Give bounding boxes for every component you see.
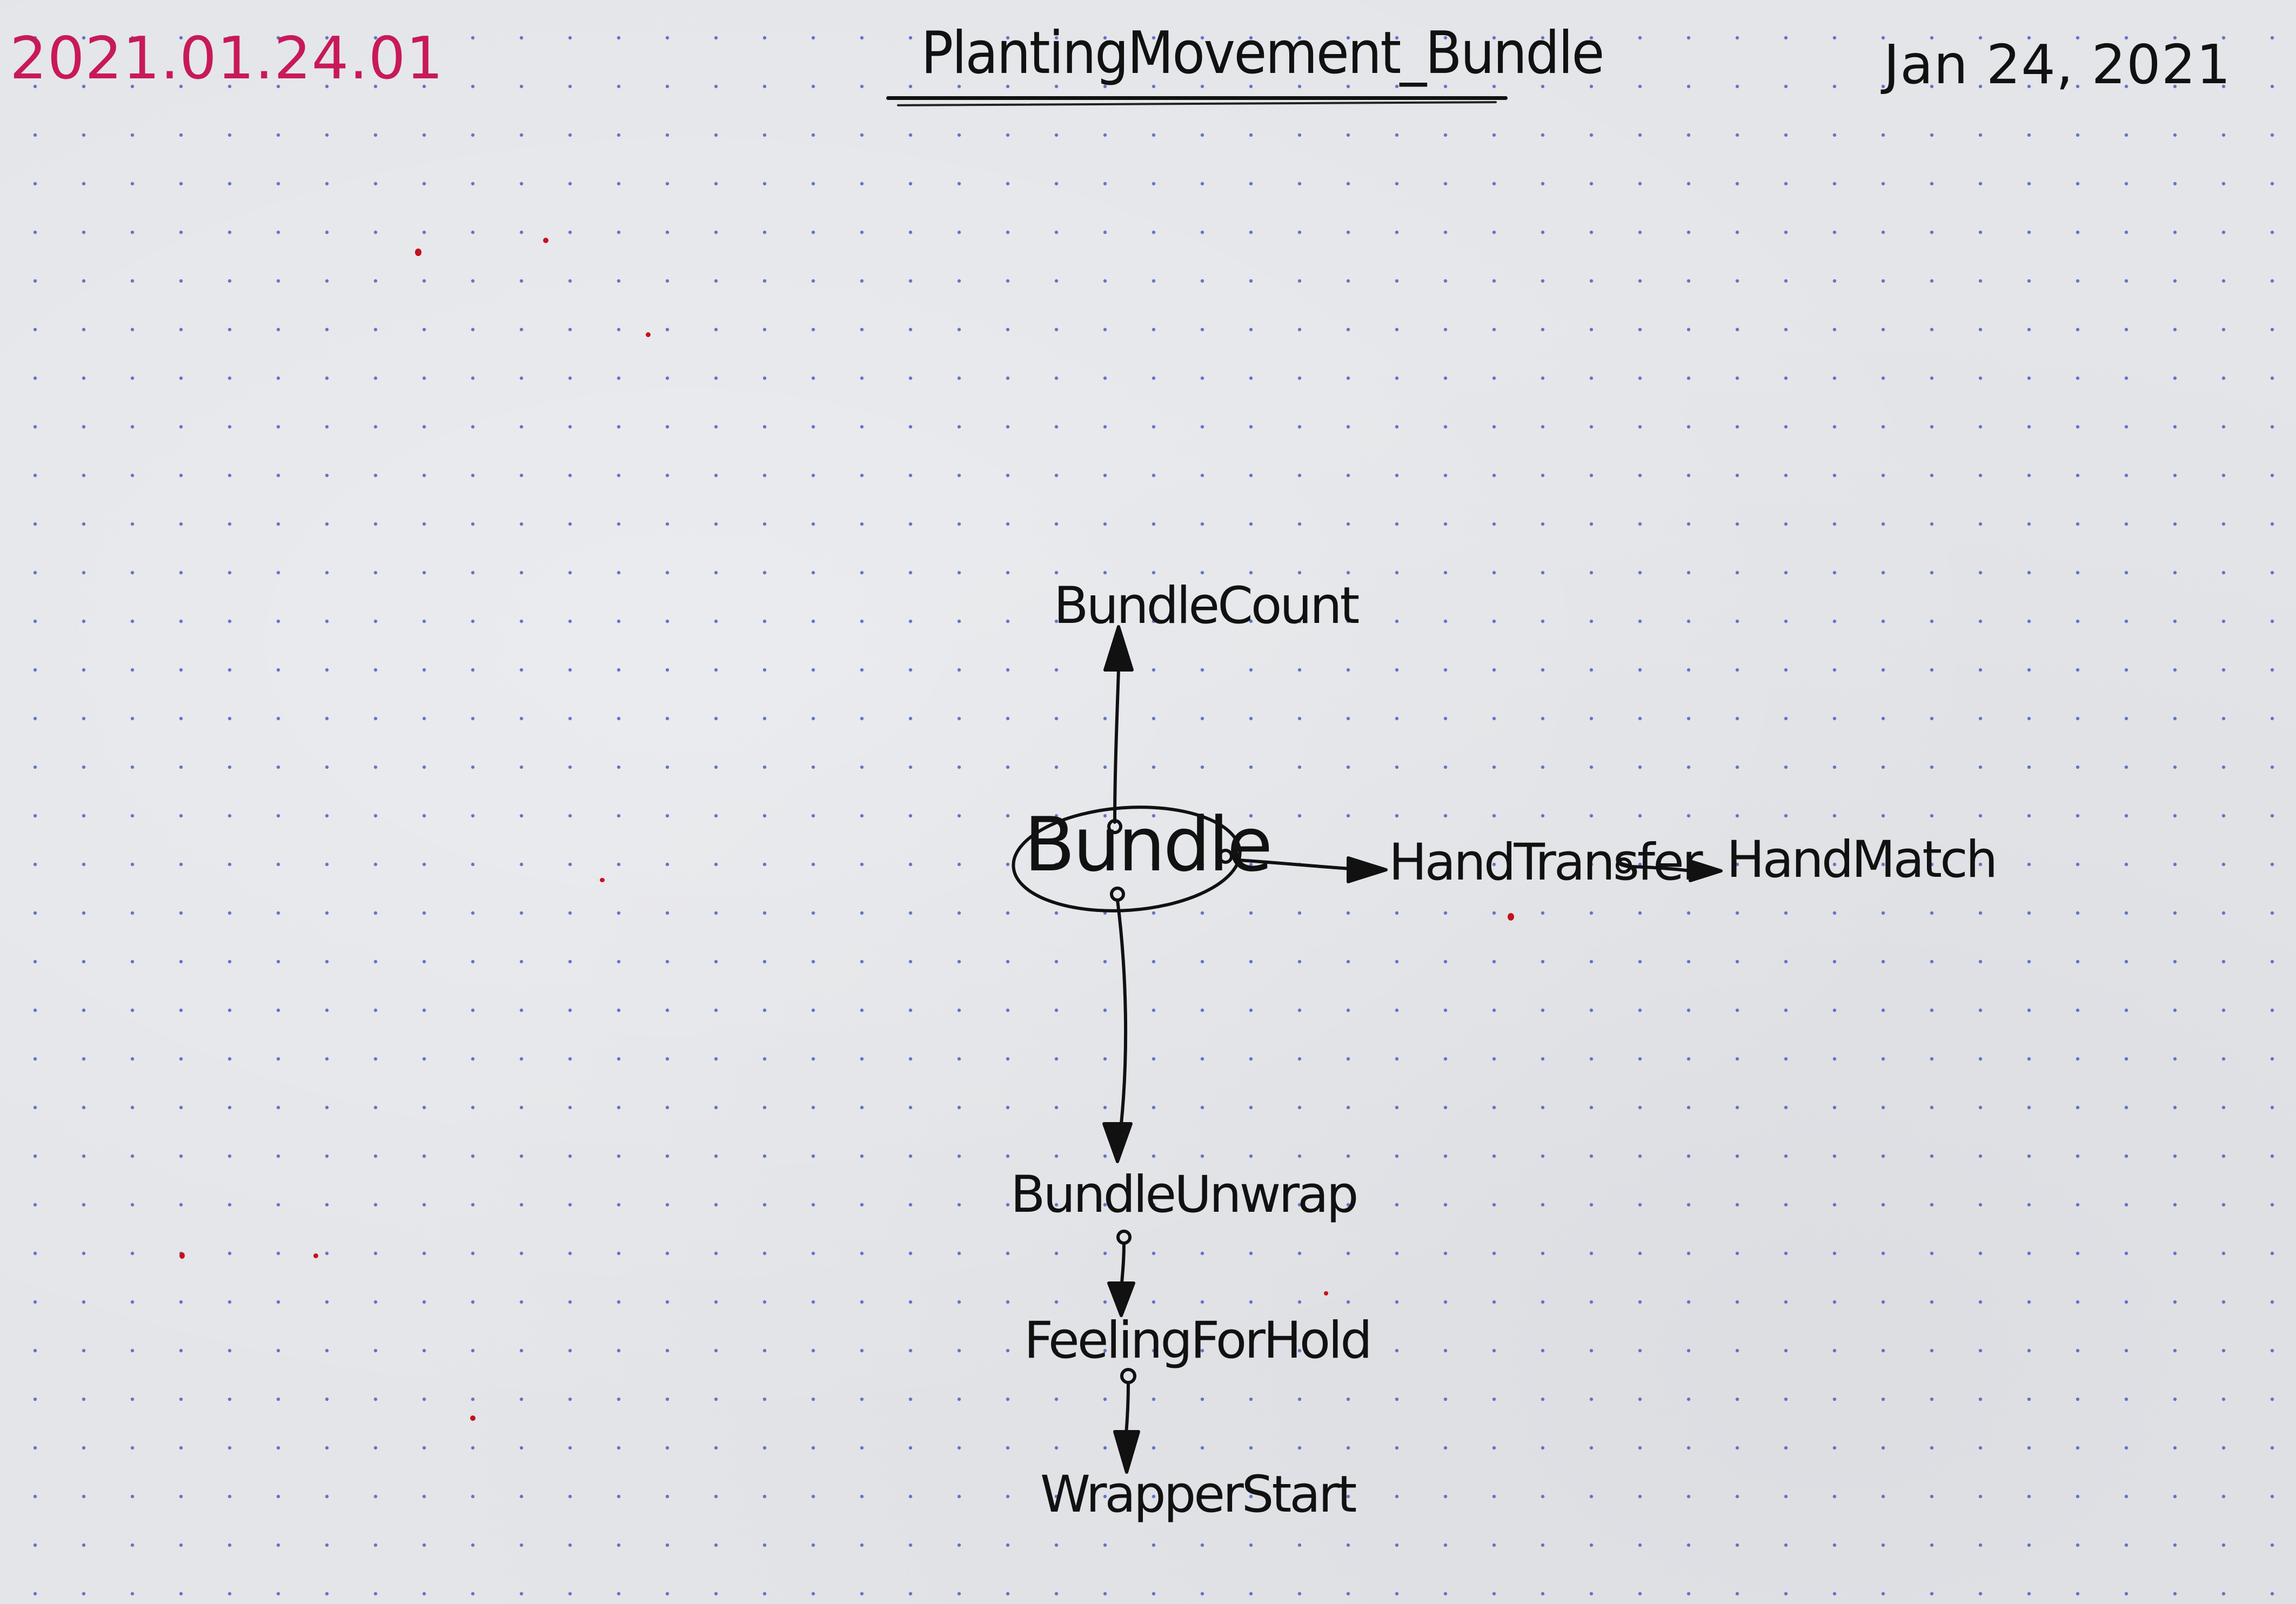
edge-bundle-to-bundle-count xyxy=(1113,668,1120,824)
arrowhead xyxy=(1347,856,1388,883)
ink-speck xyxy=(1508,913,1514,921)
edge-bundle-unwrap-to-feeling-for-hold xyxy=(1120,1241,1126,1285)
arrowhead xyxy=(1113,1430,1140,1474)
ink-speck xyxy=(313,1253,318,1258)
edge-hand-transfer-to-hand-match xyxy=(1629,865,1693,873)
bundle-node-label: Bundle xyxy=(1024,801,1273,888)
edge-port xyxy=(1120,1368,1136,1384)
page-date: Jan 24, 2021 xyxy=(1883,33,2231,96)
edge-feeling-for-hold-to-wrapper-start xyxy=(1124,1381,1130,1436)
ink-speck xyxy=(1324,1291,1328,1296)
arrowhead xyxy=(1689,860,1723,882)
edge-port xyxy=(1107,819,1122,834)
ink-speck xyxy=(646,332,651,337)
arrowhead xyxy=(1103,625,1134,672)
document-id: 2021.01.24.01 xyxy=(10,25,444,92)
ink-speck xyxy=(415,249,421,256)
edge-bundle-to-hand-transfer xyxy=(1237,858,1353,870)
title-underline xyxy=(886,96,1508,100)
wrapper-start-node-label: WrapperStart xyxy=(1040,1465,1357,1524)
hand-transfer-node-label: HandTransfer xyxy=(1389,833,1703,892)
feeling-for-hold-node-label: FeelingForHold xyxy=(1024,1311,1373,1370)
edge-port xyxy=(1116,1230,1132,1245)
bundle-node-outline xyxy=(1012,806,1242,912)
edge-bundle-to-bundle-unwrap xyxy=(1116,898,1128,1125)
ink-speck xyxy=(543,238,548,243)
hand-match-node-label: HandMatch xyxy=(1726,830,1998,889)
ink-speck xyxy=(179,1252,185,1259)
arrowhead xyxy=(1107,1281,1135,1317)
ink-speck xyxy=(600,878,605,882)
edge-port xyxy=(1110,887,1125,902)
bundle-unwrap-node-label: BundleUnwrap xyxy=(1010,1165,1358,1224)
arrowhead xyxy=(1102,1122,1133,1163)
bundle-count-node-label: BundleCount xyxy=(1054,576,1360,635)
ink-speck xyxy=(470,1415,476,1421)
edge-port xyxy=(1218,849,1233,864)
